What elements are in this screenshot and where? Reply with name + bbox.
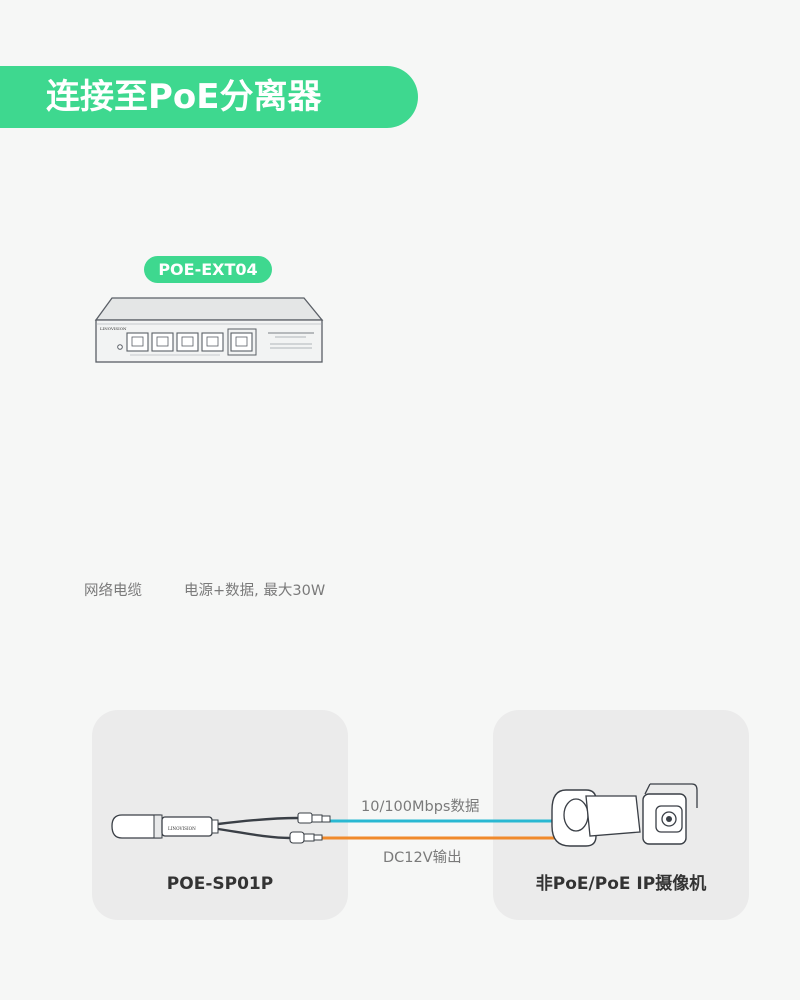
network-cable-label: 网络电缆 (84, 583, 142, 599)
bullet-camera-icon (551, 783, 698, 847)
svg-text:LINOVISION: LINOVISION (100, 326, 127, 331)
dc-plug-icon (289, 831, 323, 844)
power-output-label: DC12V输出 (383, 850, 462, 866)
rj45-connector-icon (297, 812, 331, 824)
switch-model-badge: POE-EXT04 (144, 256, 272, 283)
page-title: 连接至PoE分离器 (46, 77, 322, 117)
uplink-port-icon (227, 328, 257, 356)
poe-switch-icon: LINOVISION (94, 297, 324, 363)
splitter-model-label: POE-SP01P (166, 874, 274, 894)
svg-text:LINOVISION: LINOVISION (168, 826, 196, 831)
poe-splitter-icon: LINOVISION (111, 812, 331, 844)
rj45-port-icon (201, 332, 224, 352)
camera-name-label: 非PoE/PoE IP摄像机 (535, 874, 707, 894)
rj45-port-icon (126, 332, 149, 352)
rj45-port-icon (151, 332, 174, 352)
header-banner: 连接至PoE分离器 (0, 66, 418, 128)
power-data-label: 电源+数据, 最大30W (184, 583, 326, 599)
rj45-port-icon (176, 332, 199, 352)
data-output-label: 10/100Mbps数据 (361, 799, 480, 815)
